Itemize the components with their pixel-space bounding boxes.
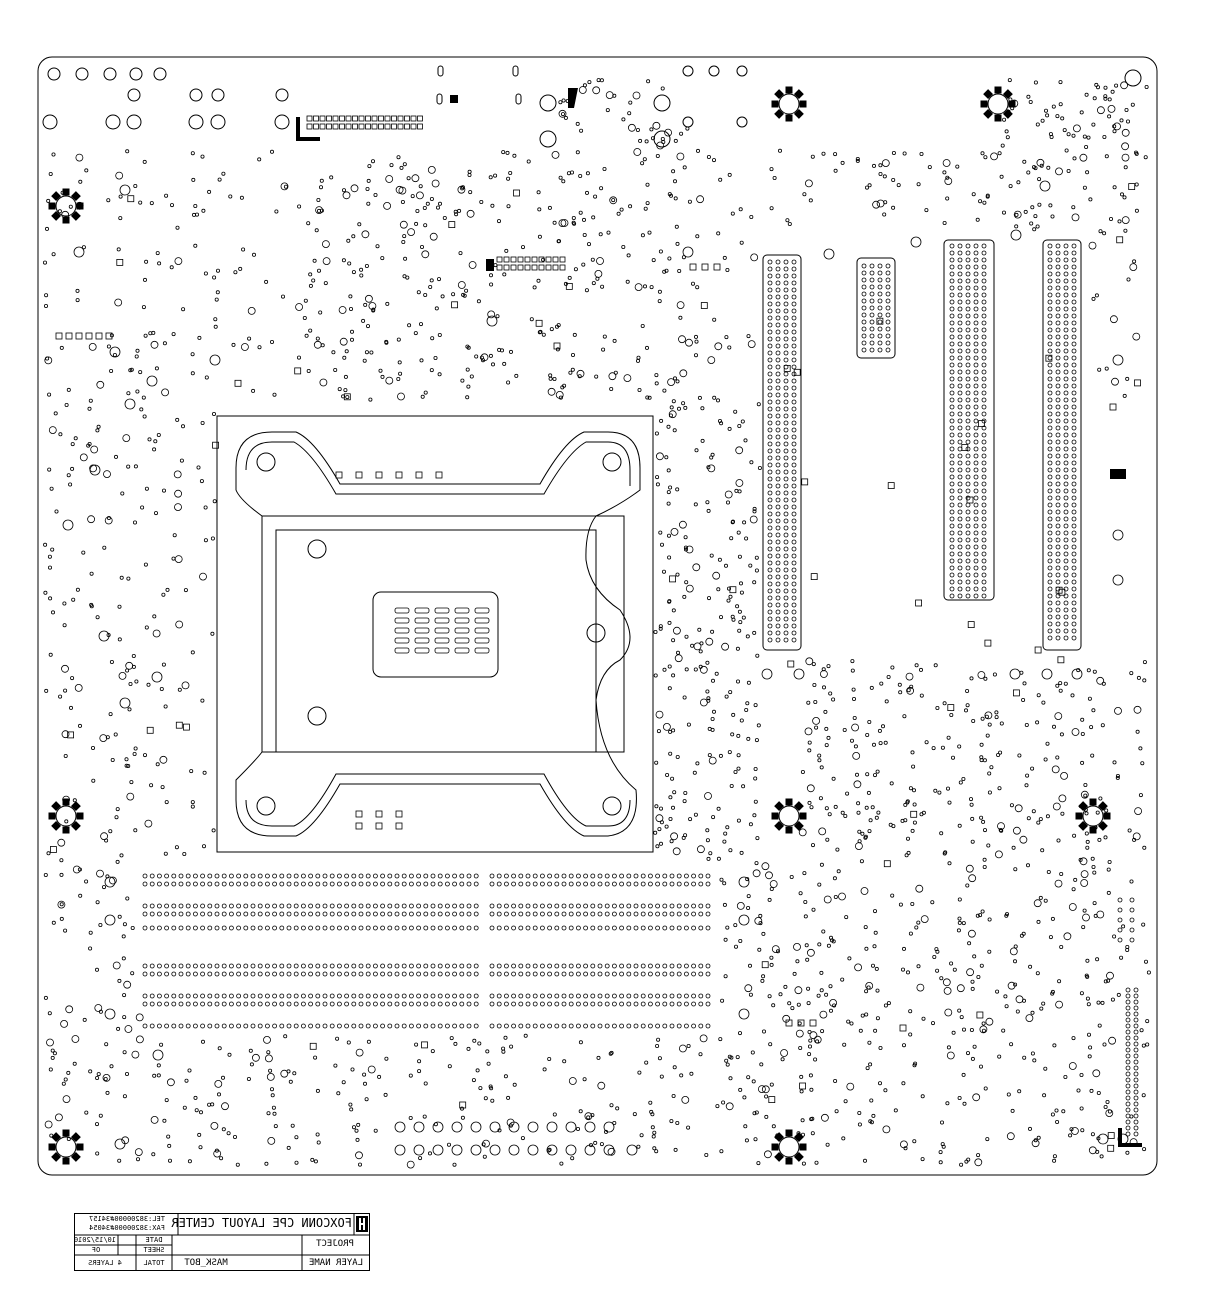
foxconn-logo-icon — [356, 1216, 368, 1232]
board-outline — [37, 56, 1158, 1176]
pin1-markers — [296, 88, 1142, 1147]
slot-pin-field-4 — [1042, 239, 1082, 651]
sheet-of: OF — [91, 1246, 101, 1254]
date-value: 10/15/2010 — [73, 1236, 116, 1244]
project-label: PROJECT — [316, 1239, 354, 1249]
layers-value: 4 LAYERS — [88, 1259, 122, 1267]
layer-name-label: LAYER NAME — [308, 1258, 364, 1268]
title-block: FOXCONN CPE LAYOUT CENTER TEL:38200000#3… — [74, 1213, 370, 1271]
via-field — [43, 78, 1151, 1169]
cpu-socket — [216, 415, 654, 853]
slot-pin-field-3 — [943, 239, 995, 601]
sheet-label: SHEET — [143, 1246, 165, 1254]
slot-pin-field-2 — [856, 257, 896, 359]
fax-number: FAX:38200000#34054 — [89, 1224, 165, 1232]
total-label: TOTAL — [143, 1259, 165, 1267]
date-label: DATE — [145, 1236, 163, 1244]
io-connector-pads — [42, 65, 1142, 148]
title-block-frame — [74, 1213, 370, 1271]
tel-number: TEL:38200000#34157 — [89, 1215, 165, 1223]
layer-name-value: MASK_BOT — [184, 1258, 228, 1268]
slot-pin-field-1 — [762, 254, 802, 651]
mounting-holes — [48, 86, 1111, 1165]
company-name: FOXCONN CPE LAYOUT CENTER — [171, 1216, 352, 1230]
